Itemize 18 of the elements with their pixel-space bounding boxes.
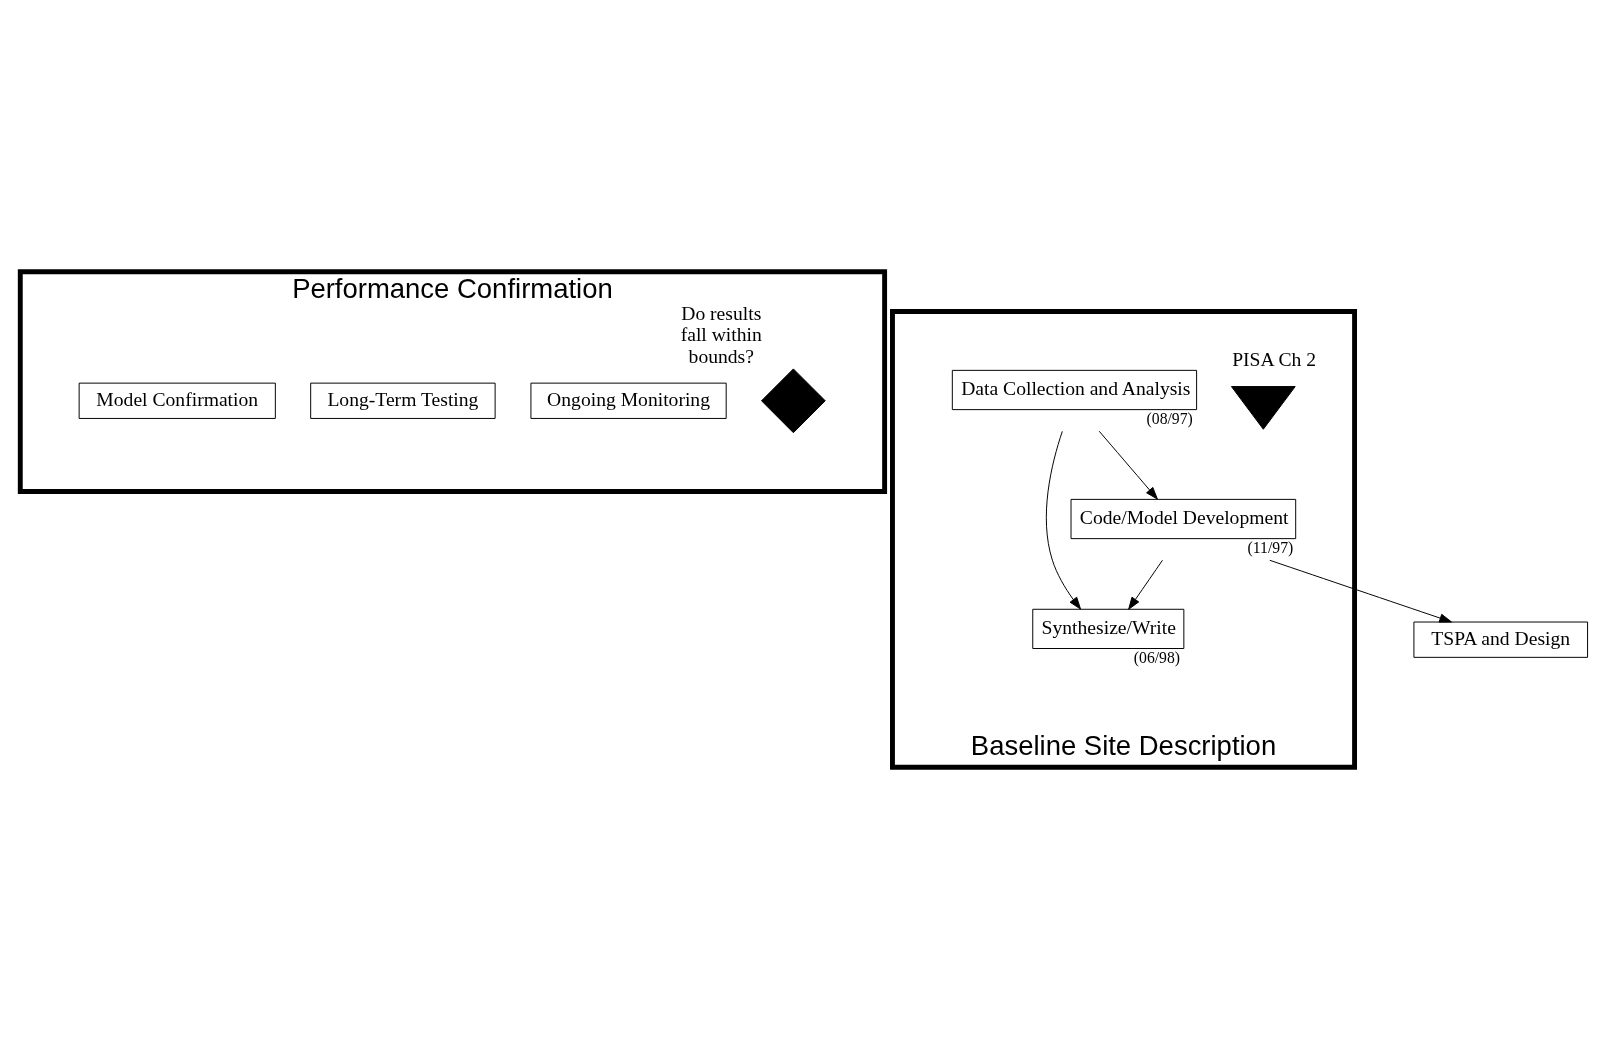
node-box: TSPA and Design — [1413, 621, 1589, 658]
node-box: Model Confirmation — [78, 382, 276, 419]
node-label: PISA Ch 2 — [1232, 348, 1317, 370]
node-box: Data Collection and Analysis — [951, 369, 1198, 410]
node-label: (11/97) — [1247, 538, 1294, 556]
node-label: Do results fall within bounds? — [680, 302, 762, 367]
arrow — [1045, 430, 1082, 610]
node-diamond — [761, 367, 826, 433]
arrow — [1098, 430, 1158, 500]
node-box: Long-Term Testing — [310, 382, 496, 419]
arrow — [1269, 559, 1453, 623]
node-box: Synthesize/Write — [1032, 608, 1185, 649]
node-triangle — [1230, 385, 1296, 430]
node-box: Code/Model Development — [1070, 498, 1297, 539]
node-label: (08/97) — [1146, 409, 1193, 427]
arrow — [1128, 559, 1163, 610]
node-label: (06/98) — [1133, 648, 1181, 666]
node-box: Ongoing Monitoring — [530, 382, 727, 419]
